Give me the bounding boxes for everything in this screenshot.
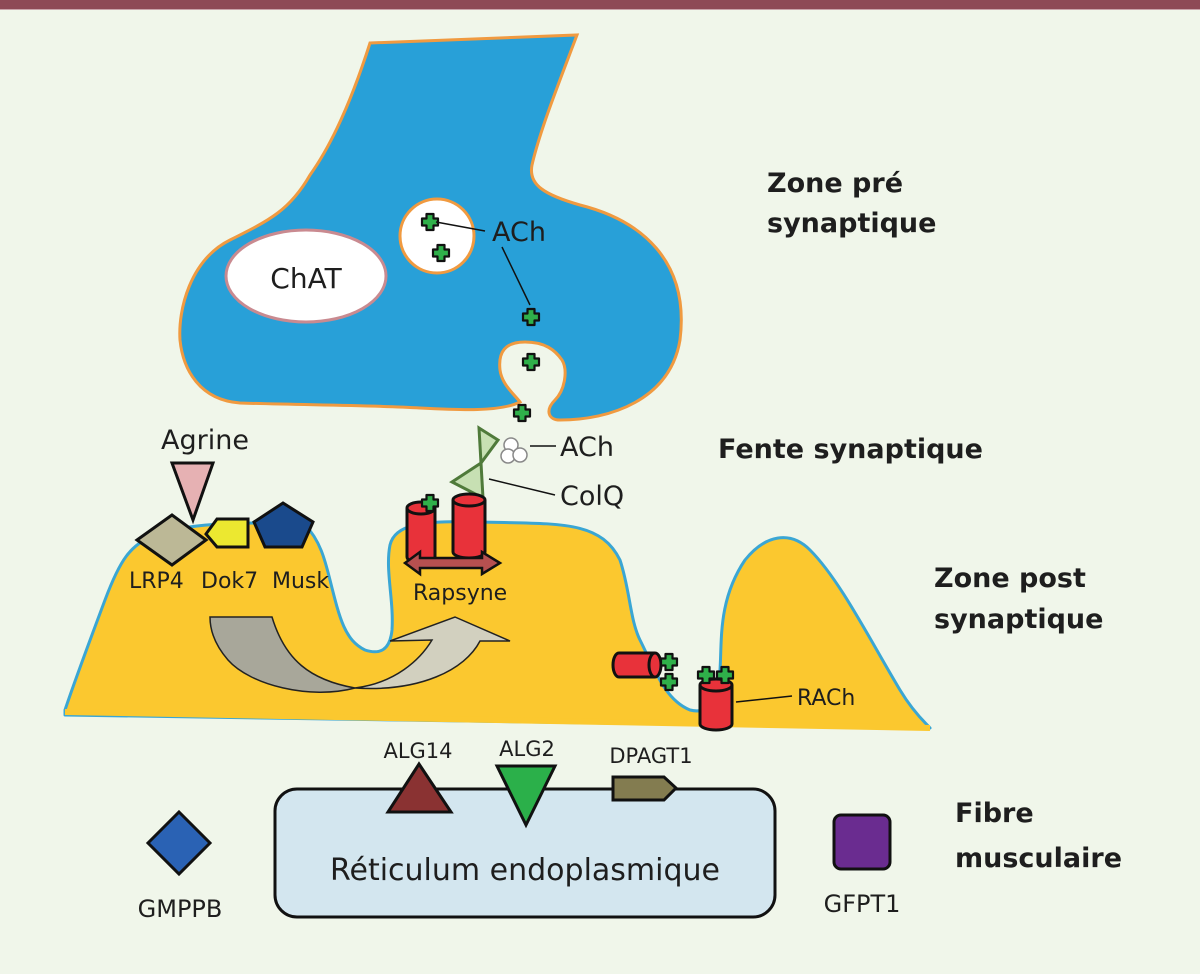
gfpt1-icon [832,813,892,871]
lrp4-label: LRP4 [129,569,184,594]
ach-leader-line [435,221,486,232]
zone-post-label-1: Zone post [934,563,1086,594]
rach-label: RACh [797,686,855,711]
alg14-label: ALG14 [383,739,452,763]
header-bar [0,0,1200,10]
receptor-cylinder-horizontal [611,651,663,679]
ach-molecule [521,352,541,372]
zone-post-label-2: synaptique [934,604,1103,635]
ach-ball [512,447,528,463]
gmppb-label: GMPPB [138,895,223,923]
rapsyne-icon [402,549,503,577]
rach-leader [735,695,793,703]
gfpt1-label: GFPT1 [824,890,901,918]
signal-arrow-light [354,616,511,690]
ach-cleft-label: ACh [560,432,614,463]
ach-release-line [501,246,531,306]
chat-label: ChAT [270,262,342,295]
zone-fibre-label-1: Fibre [955,798,1034,829]
colq-icon [449,460,485,501]
alg14-icon [385,761,454,814]
ach-vesicle [398,197,476,275]
receptor-cylinder [451,492,487,560]
ach-vesicle-label: ACh [492,217,546,248]
signal-arrow-dark [209,616,356,693]
zone-pre-label-1: Zone pré [767,168,903,199]
musk-label: Musk [272,569,329,594]
receptor-cylinder [698,677,734,732]
dok7-label: Dok7 [201,569,258,594]
reticulum-label: Réticulum endoplasmique [330,853,720,888]
ach-molecule [659,652,679,672]
dpagt1-icon [611,775,679,802]
dpagt1-label: DPAGT1 [609,744,692,768]
colq-icon [477,425,501,468]
dok7-icon [204,517,250,549]
colq-leader [488,478,556,496]
zone-fibre-label-2: musculaire [955,843,1122,874]
alg2-label: ALG2 [499,737,555,761]
colq-label: ColQ [560,481,624,512]
membrane-base [64,709,931,731]
agrine-icon [169,461,216,525]
gmppb-icon [145,809,213,877]
rapsyne-label: Rapsyne [413,581,507,606]
lrp4-icon [134,513,209,567]
chat-organelle [224,228,388,324]
zone-cleft-label: Fente synaptique [718,434,983,465]
zone-pre-label-2: synaptique [767,208,936,239]
agrine-label: Agrine [161,425,249,456]
ach-molecule [512,403,532,423]
alg2-icon [494,764,558,829]
musk-icon [252,501,315,549]
